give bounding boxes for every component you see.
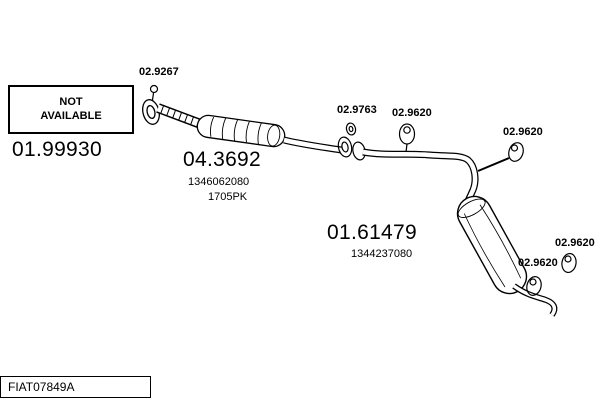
part-number-front-pipe: 01.99930 [12, 138, 102, 161]
rubber-mount-tail-left [526, 276, 542, 296]
rubber-mount-tail-right [561, 252, 577, 274]
hanger-rod [477, 157, 510, 172]
front-bolt-icon [149, 84, 159, 101]
drawing-reference-code: FIAT07849A [8, 380, 75, 394]
part-code-catalyst: 1705PK [208, 191, 248, 203]
mid-pipe [283, 136, 342, 154]
rubber-mount-mid [398, 123, 416, 153]
part-number-mid-gasket: 02.9763 [337, 104, 377, 116]
part-number-mount-tail-right: 02.9620 [555, 237, 595, 249]
part-ref-muffler: 1344237080 [351, 248, 413, 260]
tail-pipe [512, 283, 558, 317]
part-number-front-gasket: 02.9267 [139, 66, 179, 78]
part-number-mount-tail-left: 02.9620 [518, 257, 558, 269]
drawing-reference-box: FIAT07849A [0, 376, 151, 398]
rear-muffler [456, 195, 528, 295]
part-number-mount-mid: 02.9620 [392, 107, 432, 119]
mid-flange-gaskets [337, 122, 366, 161]
not-available-label: NOT AVAILABLE [40, 95, 102, 122]
part-number-mount-bend: 02.9620 [503, 126, 543, 138]
main-pipe [362, 148, 479, 203]
not-available-box: NOT AVAILABLE [8, 85, 134, 134]
rubber-mount-bend [508, 142, 524, 162]
part-ref-catalyst: 1346062080 [188, 176, 250, 188]
part-number-muffler: 01.61479 [327, 221, 417, 244]
catalytic-converter [196, 114, 286, 148]
part-number-catalyst: 04.3692 [183, 148, 262, 171]
